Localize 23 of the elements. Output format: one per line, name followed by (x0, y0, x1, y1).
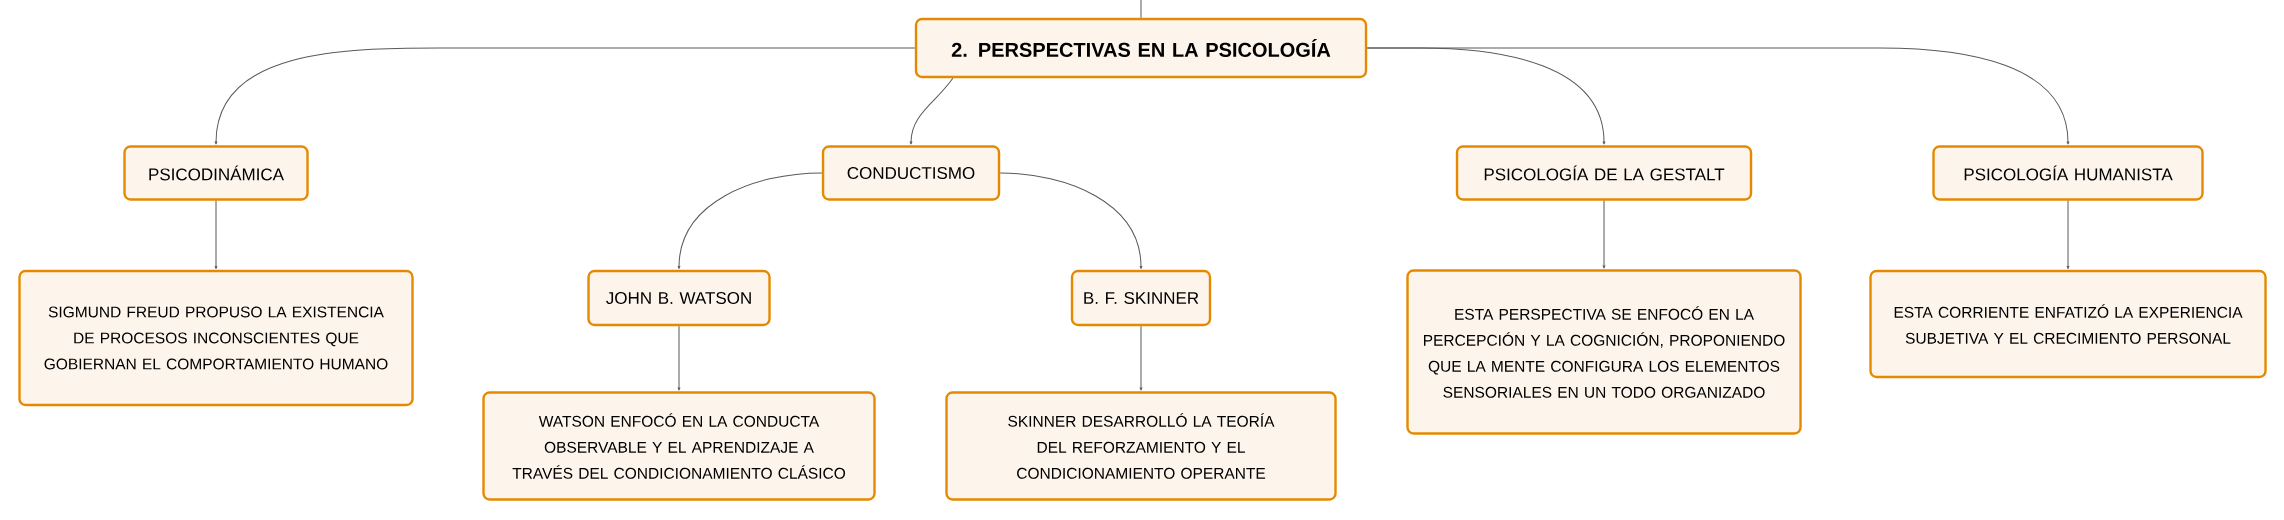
title-box: 2. PERSPECTIVAS EN LA PSICOLOGÍA (914, 17, 1368, 79)
connector (214, 47, 916, 145)
connector (2066, 200, 2070, 270)
description-box: WATSON ENFOCÓ EN LA CONDUCTA OBSERVABLE Y EL APRENDIZAJE A TRAVÉS DEL CONDICIONAMIENTO CLÁSICO (482, 391, 876, 501)
description-box: SIGMUND FREUD PROPUSO LA EXISTENCIA DE PROCESOS INCONSCIENTES QUE GOBIERNAN EL COMPORTAMIENTO HUMANO (18, 269, 414, 407)
description-box: ESTA PERSPECTIVA SE ENFOCÓ EN LA PERCEPCIÓN Y LA COGNICIÓN, PROPONIENDO QUE LA MENTE CONFIGURA LOS ELEMENTOS SENSORIALES EN UN TODO ORGANIZADO (1406, 269, 1802, 435)
connector (1140, 0, 1142, 19)
connector (1139, 325, 1143, 391)
topic-box: JOHN B. WATSON (587, 269, 771, 327)
connector (1602, 200, 1606, 269)
description-box: ESTA CORRIENTE ENFATIZÓ LA EXPERIENCIA SUBJETIVA Y EL CRECIMIENTO PERSONAL (1869, 269, 2267, 379)
connector (909, 77, 954, 145)
topic-box: PSICOLOGÍA HUMANISTA (1932, 145, 2204, 201)
topic-box: CONDUCTISMO (821, 145, 1001, 201)
connector (677, 325, 681, 391)
connector (999, 172, 1143, 270)
topic-box: PSICOLOGÍA DE LA GESTALT (1455, 145, 1753, 201)
description-box: SKINNER DESARROLLÓ LA TEORÍA DEL REFORZAMIENTO Y EL CONDICIONAMIENTO OPERANTE (945, 391, 1337, 501)
connector (1366, 47, 2070, 145)
topic-box: PSICODINÁMICA (123, 145, 309, 201)
connector (214, 200, 218, 270)
connector (677, 172, 823, 270)
topic-box: B. F. SKINNER (1070, 269, 1212, 327)
